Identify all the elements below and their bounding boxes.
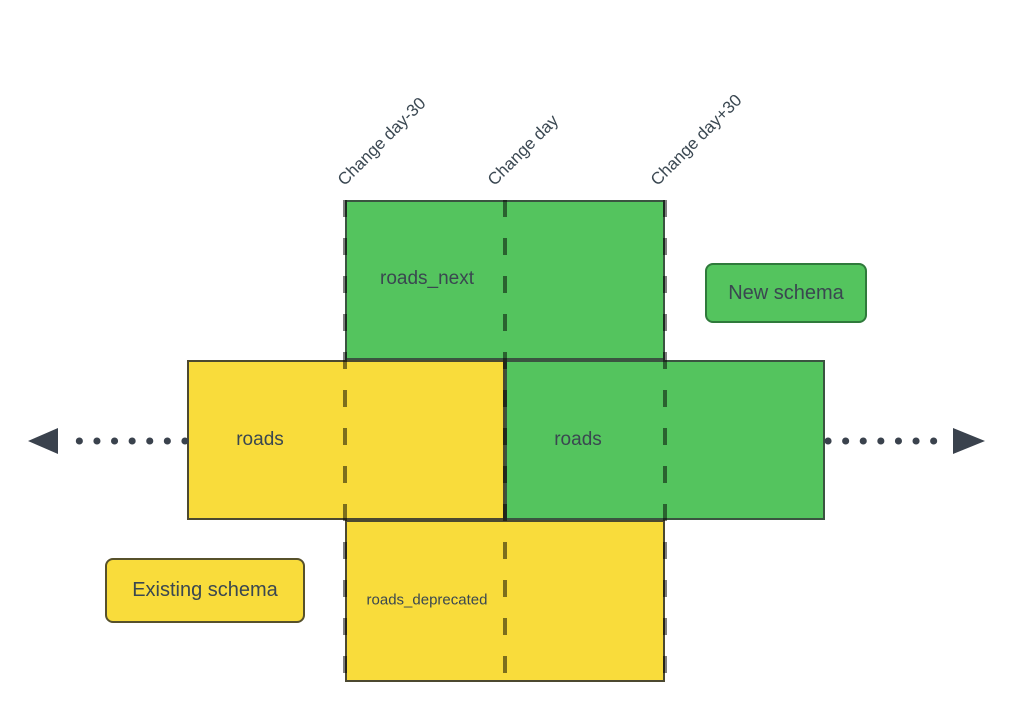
timeline-arrow-left-head <box>28 428 58 454</box>
roads-existing-label: roads <box>236 429 284 450</box>
timeline-label-change-day: Change day <box>483 111 563 190</box>
timeline-label-change-day-plus-30: Change day+30 <box>646 90 746 190</box>
timeline-label-change-day-minus-30: Change day-30 <box>333 93 430 190</box>
legend-existing-schema: Existing schema <box>105 558 305 623</box>
legend-existing-schema-label: Existing schema <box>132 579 278 601</box>
roads-new-label: roads <box>554 429 602 450</box>
roads-deprecated-label: roads_deprecated <box>366 591 488 609</box>
roads-next-label: roads_next <box>379 268 475 289</box>
timeline-arrow-right-head <box>953 428 985 454</box>
roads-existing-box <box>187 360 505 520</box>
legend-new-schema: New schema <box>705 263 867 323</box>
roads-new-box <box>505 360 825 520</box>
legend-new-schema-label: New schema <box>728 281 844 304</box>
